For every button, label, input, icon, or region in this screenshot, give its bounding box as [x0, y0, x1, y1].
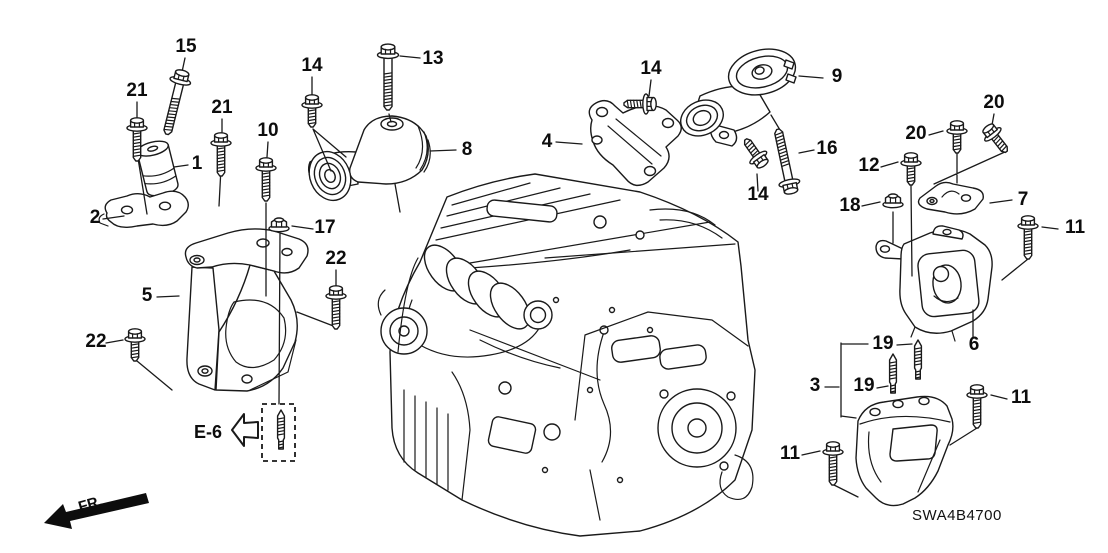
leader-lines: [102, 55, 1059, 498]
callout-label: 8: [462, 139, 473, 160]
callout-label: 4: [542, 131, 553, 152]
engine-illustration: [377, 173, 756, 537]
flange-bolt-icon: [977, 119, 1015, 159]
flange-bolt-icon: [946, 120, 968, 154]
callout-label: 6: [969, 334, 980, 355]
front-direction-indicator: FR.: [44, 493, 149, 529]
callout-label: 5: [142, 285, 153, 306]
callout-label: 10: [257, 120, 278, 141]
callout-label: 22: [85, 331, 106, 352]
callout-label: 11: [780, 443, 801, 464]
flange-bolt-icon: [156, 67, 194, 138]
flange-bolt-icon: [1017, 215, 1039, 260]
stud-bolt-icon: [888, 353, 898, 394]
flange-bolt-icon: [325, 285, 347, 330]
callout-label: 21: [126, 80, 148, 101]
callout-label: 14: [640, 58, 662, 79]
part-bracket-5: [184, 228, 309, 392]
flange-bolt-icon: [301, 94, 323, 128]
view-ref-label: E-6: [194, 422, 222, 442]
callout-label: 15: [175, 36, 197, 57]
part-mount-8: [307, 115, 431, 202]
diagram-code: SWA4B4700: [912, 507, 1002, 524]
callout-label: 13: [422, 48, 443, 69]
callout-label: 2: [90, 207, 101, 228]
flange-bolt-icon: [736, 133, 774, 173]
front-direction-arrow-icon: [44, 493, 149, 529]
part-bracket-3: [855, 395, 954, 507]
callout-label: 12: [858, 155, 879, 176]
stud-bolt-icon: [276, 409, 286, 450]
callout-label: 18: [839, 195, 860, 216]
view-ref-arrow-icon: [231, 413, 259, 447]
callout-label: 11: [1065, 217, 1086, 238]
part-bracket-7: [917, 181, 984, 215]
part-mount-6: [875, 225, 993, 342]
callout-label: 21: [211, 97, 233, 118]
flange-bolt-icon: [210, 132, 232, 177]
callout-labels: 15 21 21 14 13 10 1 2 17 8 4 14 9 16 14 …: [85, 36, 1085, 464]
callout-label: 1: [192, 153, 203, 174]
flange-bolt-icon: [766, 126, 803, 197]
callout-label: 20: [905, 123, 926, 144]
view-ref-e6: E-6: [194, 403, 296, 462]
callout-label: 22: [325, 248, 346, 269]
callout-label: 16: [816, 138, 837, 159]
stud-bolt-icon: [913, 339, 923, 380]
flange-bolt-icon: [255, 157, 277, 202]
callout-label: 9: [832, 66, 843, 87]
callout-label: 11: [1011, 387, 1032, 408]
callout-label: 20: [983, 92, 1004, 113]
flange-bolt-icon: [124, 328, 146, 362]
part-bracket-4: [588, 99, 682, 187]
flange-bolt-icon: [376, 43, 400, 111]
part-mount-9: [680, 48, 797, 147]
flange-nut-icon: [268, 217, 290, 233]
flange-nut-icon: [882, 193, 904, 209]
flange-bolt-icon: [966, 384, 988, 429]
callout-label: 14: [301, 55, 323, 76]
callout-label: 3: [810, 375, 821, 396]
flange-bolt-icon: [822, 441, 844, 486]
callout-label: 19: [853, 375, 874, 396]
front-direction-label: FR.: [76, 493, 104, 516]
flange-bolt-icon: [900, 152, 922, 186]
callout-label: 17: [314, 217, 335, 238]
part-mount-1: [136, 140, 179, 203]
callout-label: 14: [747, 184, 769, 205]
callout-label: 19: [872, 333, 893, 354]
callout-label: 7: [1018, 189, 1029, 210]
